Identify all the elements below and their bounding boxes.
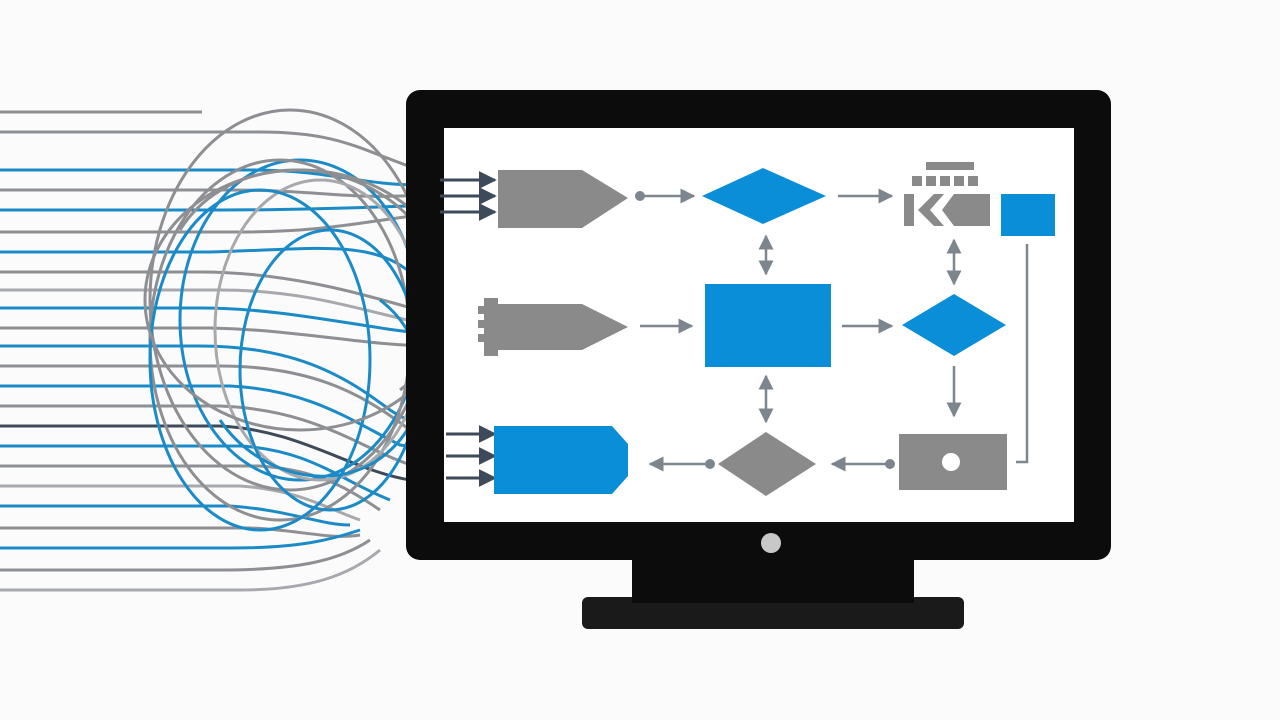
wire	[0, 526, 361, 538]
edge	[1016, 244, 1029, 464]
wire	[0, 528, 361, 550]
monitor-stand-neck	[632, 555, 914, 603]
output-2	[899, 434, 1007, 490]
wire	[0, 424, 496, 484]
plug-connector-icon	[478, 298, 498, 356]
decision-1	[702, 168, 826, 224]
input-arrows	[440, 171, 497, 487]
input-3	[494, 426, 628, 494]
flowchart-connectors	[635, 188, 1029, 472]
film-strip-icon	[904, 162, 990, 226]
wire	[0, 504, 351, 527]
input-1	[498, 170, 628, 228]
decision-2	[718, 432, 816, 496]
flowchart	[478, 162, 1055, 496]
decision-3	[902, 294, 1006, 356]
wire-loop	[148, 188, 372, 532]
output-1	[904, 162, 990, 226]
wire-loop	[148, 158, 412, 522]
wire	[0, 200, 496, 212]
wire	[0, 484, 361, 522]
camera-icon	[899, 434, 1007, 490]
wire	[0, 538, 371, 572]
wire	[0, 464, 381, 512]
wire	[0, 548, 381, 592]
wire	[0, 444, 391, 502]
input-2	[478, 298, 628, 356]
process-1	[705, 284, 831, 367]
monitor-stand-base	[582, 597, 964, 629]
power-led-icon	[761, 533, 781, 553]
square-1	[1001, 194, 1055, 236]
